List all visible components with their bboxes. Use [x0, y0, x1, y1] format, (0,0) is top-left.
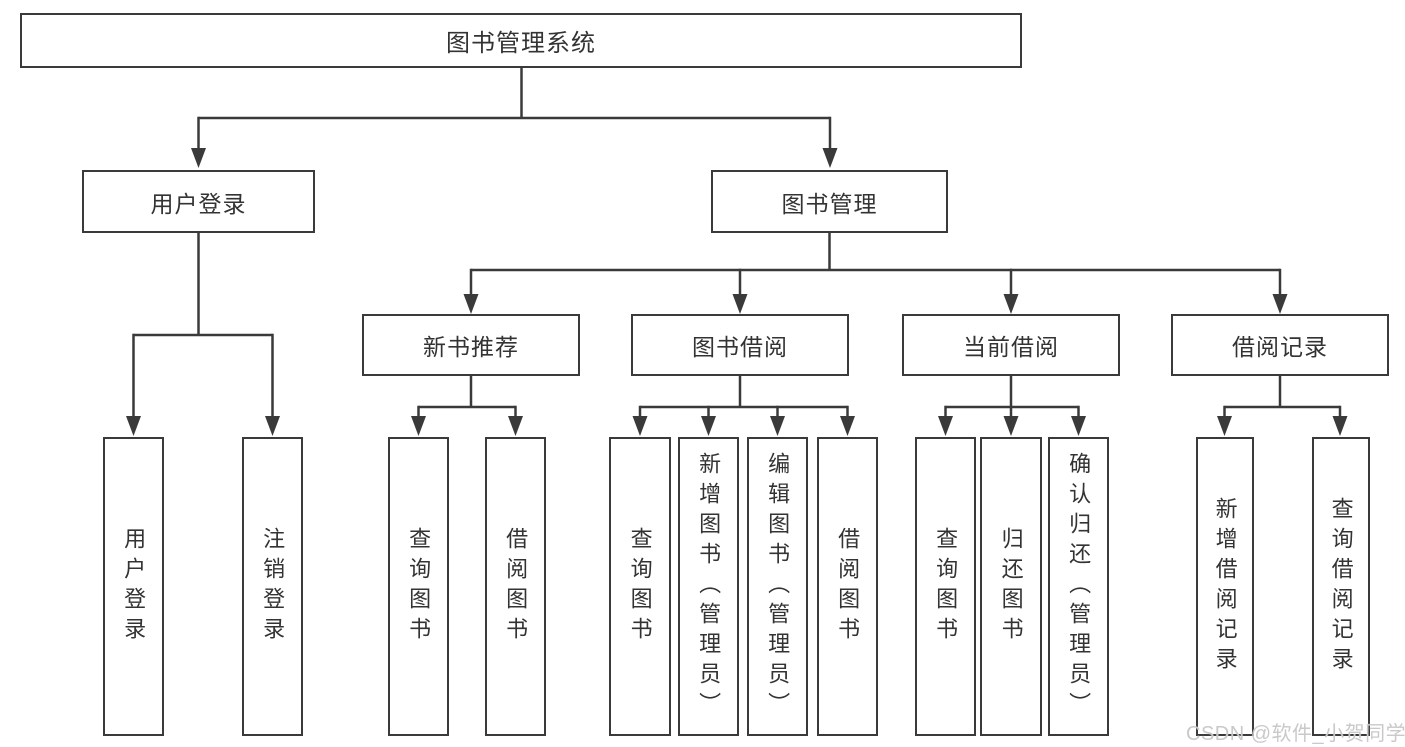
node-label: 借阅图书 — [835, 526, 861, 647]
node-library-system: 图书管理系统 — [20, 13, 1022, 68]
node-label: 归还图书 — [998, 526, 1024, 647]
node-label: 编辑图书（管理员） — [765, 451, 791, 722]
node-label: 注销登录 — [260, 526, 286, 647]
leaf-add-book-admin: 新增图书（管理员） — [678, 437, 739, 736]
node-label: 查询借阅记录 — [1328, 496, 1354, 677]
node-label: 当前借阅 — [963, 334, 1059, 360]
node-label: 借阅图书 — [503, 526, 529, 647]
leaf-query-books-recommend: 查询图书 — [388, 437, 449, 736]
node-label: 用户登录 — [150, 190, 247, 217]
node-label: 新增图书（管理员） — [696, 451, 722, 722]
csdn-watermark: CSDN @软件_小贺同学 — [1186, 723, 1405, 745]
leaf-query-books-current: 查询图书 — [915, 437, 976, 736]
leaf-edit-book-admin: 编辑图书（管理员） — [747, 437, 808, 736]
node-book-management: 图书管理 — [711, 170, 948, 233]
node-label: 图书借阅 — [692, 334, 788, 360]
leaf-confirm-return-admin: 确认归还（管理员） — [1048, 437, 1109, 736]
leaf-borrow-books-recommend: 借阅图书 — [485, 437, 546, 736]
leaf-return-book: 归还图书 — [980, 437, 1042, 736]
leaf-logout: 注销登录 — [242, 437, 303, 736]
leaf-add-borrow-record: 新增借阅记录 — [1196, 437, 1254, 736]
node-label: 用户登录 — [121, 526, 147, 647]
node-label: 图书管理系统 — [446, 30, 596, 57]
leaf-query-books-borrow: 查询图书 — [609, 437, 671, 736]
arrowhead-icons — [126, 148, 1348, 436]
node-label: 借阅记录 — [1232, 334, 1328, 360]
leaf-user-login: 用户登录 — [103, 437, 164, 736]
node-current-borrow: 当前借阅 — [902, 314, 1120, 376]
node-label: 查询图书 — [627, 526, 653, 647]
node-borrow-records: 借阅记录 — [1171, 314, 1389, 376]
leaf-borrow-books: 借阅图书 — [817, 437, 878, 736]
node-label: 新书推荐 — [423, 334, 519, 360]
leaf-query-borrow-record: 查询借阅记录 — [1312, 437, 1370, 736]
node-book-borrow: 图书借阅 — [631, 314, 849, 376]
node-new-book-recommend: 新书推荐 — [362, 314, 580, 376]
node-label: 新增借阅记录 — [1212, 496, 1238, 677]
node-label: 图书管理 — [781, 190, 878, 217]
node-label: 查询图书 — [933, 526, 959, 647]
node-user-login: 用户登录 — [82, 170, 315, 233]
node-label: 确认归还（管理员） — [1066, 451, 1092, 722]
node-label: 查询图书 — [406, 526, 432, 647]
